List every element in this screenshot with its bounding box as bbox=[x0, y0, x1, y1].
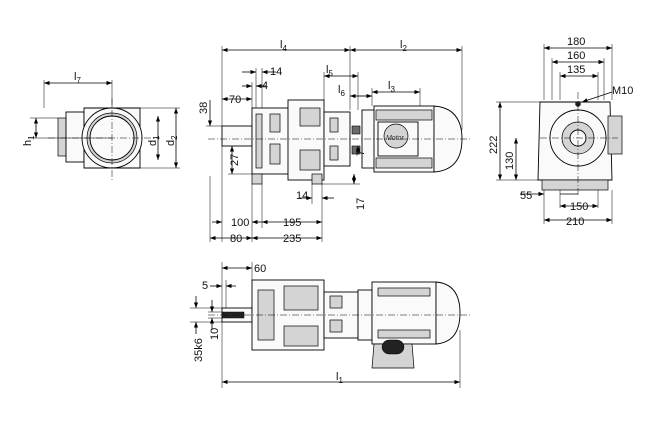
h1-label: h bbox=[22, 140, 34, 146]
top-view: 60 5 10 35k6 l1 bbox=[190, 262, 470, 388]
dim-210: 210 bbox=[566, 216, 584, 228]
svg-text:d1: d1 bbox=[147, 135, 161, 146]
dim-80: 80 bbox=[230, 233, 242, 245]
left-side-view: l7 h1 d1 d2 bbox=[22, 71, 180, 180]
l4-label: l bbox=[280, 39, 282, 51]
front-logo-gear bbox=[383, 123, 409, 149]
dim-5: 5 bbox=[202, 280, 208, 292]
svg-text:l1: l1 bbox=[336, 371, 343, 385]
l3-label: l bbox=[388, 80, 390, 92]
dim-27: 27 bbox=[229, 154, 241, 166]
svg-text:l2: l2 bbox=[400, 39, 407, 53]
dim-135: 135 bbox=[567, 64, 585, 76]
dim-7: 7 bbox=[355, 150, 367, 156]
dim-14-top: 14 bbox=[270, 66, 282, 78]
dim-14-bottom: 14 bbox=[296, 190, 308, 202]
l7-label: l bbox=[74, 71, 76, 83]
svg-text:l7: l7 bbox=[74, 71, 81, 85]
d2-label: d bbox=[165, 140, 177, 146]
front-view: Motor l4 l2 l5 l6 l3 14 4 70 bbox=[198, 39, 470, 245]
svg-text:l5: l5 bbox=[326, 64, 333, 78]
l1-label: l bbox=[336, 371, 338, 383]
right-terminal-box bbox=[607, 115, 623, 155]
dim-17: 17 bbox=[355, 198, 367, 210]
right-side-view: 180 160 135 M10 222 130 55 150 210 bbox=[488, 36, 633, 228]
svg-text:Motor: Motor bbox=[386, 135, 405, 142]
dim-55: 55 bbox=[520, 190, 532, 202]
dim-70: 70 bbox=[229, 94, 241, 106]
dim-150: 150 bbox=[570, 201, 588, 213]
dim-222: 222 bbox=[488, 136, 500, 154]
dim-100: 100 bbox=[231, 217, 249, 229]
dim-160: 160 bbox=[567, 50, 585, 62]
dim-35k6: 35k6 bbox=[193, 338, 205, 362]
svg-text:l6: l6 bbox=[338, 84, 345, 98]
dim-60: 60 bbox=[254, 263, 266, 275]
dim-180: 180 bbox=[567, 36, 585, 48]
dim-10: 10 bbox=[209, 328, 221, 340]
left-terminal-box bbox=[65, 111, 85, 163]
svg-text:d2: d2 bbox=[165, 135, 179, 146]
svg-text:l3: l3 bbox=[388, 80, 395, 94]
svg-text:l4: l4 bbox=[280, 39, 287, 53]
l5-label: l bbox=[326, 64, 328, 76]
l2-label: l bbox=[400, 39, 402, 51]
dim-235: 235 bbox=[283, 233, 301, 245]
d1-label: d bbox=[147, 140, 159, 146]
m10-label: M10 bbox=[612, 85, 633, 97]
dim-195: 195 bbox=[283, 217, 301, 229]
dim-130: 130 bbox=[504, 152, 516, 170]
dim-4: 4 bbox=[262, 80, 268, 92]
svg-text:h1: h1 bbox=[22, 135, 36, 146]
front-output-shaft bbox=[221, 125, 253, 147]
dim-38: 38 bbox=[198, 102, 210, 114]
l6-label: l bbox=[338, 84, 340, 96]
